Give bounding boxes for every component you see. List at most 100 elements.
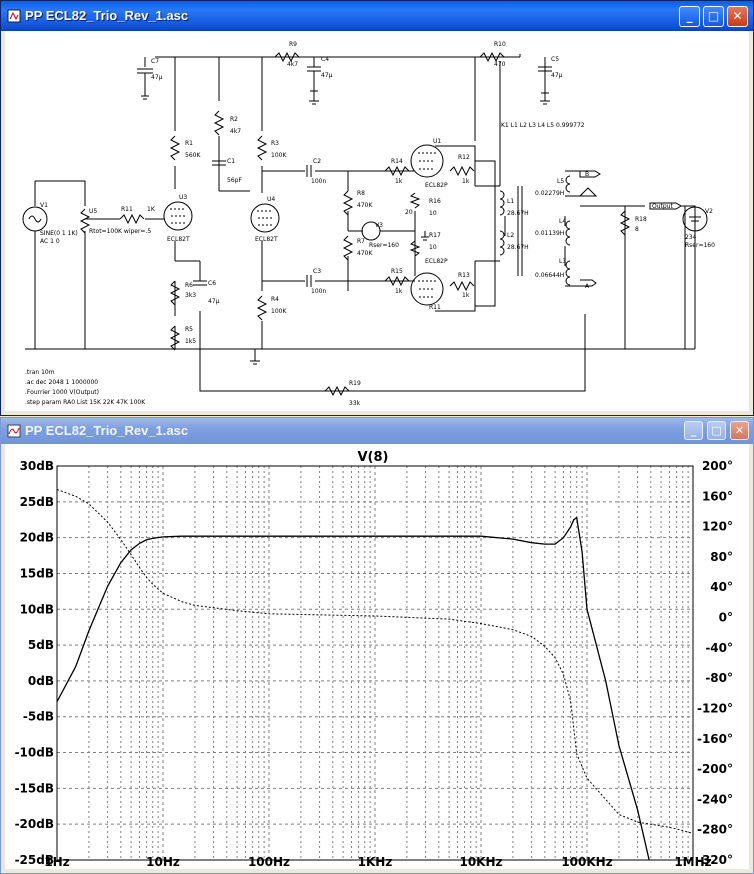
label-r17: R17 [429,232,441,239]
schematic-canvas[interactable]: R9 4k7 R10 470 C7 47µ C4 47µ C5 47µ R2 4… [5,31,749,411]
left-y-tick-label: 5dB [28,638,54,652]
value-u3: ECL82T [167,236,190,243]
value-c6: 47µ [208,298,220,305]
value-r7: 470K [357,250,373,257]
x-tick-label: 100KHz [561,855,612,869]
value-v3: 20 [405,209,413,216]
right-y-tick-label: -160° [697,732,733,746]
close-button[interactable]: ✕ [727,6,748,27]
value-r19: 33k [349,400,361,407]
left-y-tick-label: 15dB [20,566,54,580]
value-u2: ECL82P [425,258,448,265]
right-y-tick-label: 200° [702,459,733,473]
schematic-icon [7,9,21,23]
net-label-output: Output [652,203,673,210]
value-r12: 1k [462,178,470,185]
label-c5: C5 [551,56,559,63]
label-r4: R4 [271,296,279,303]
net-label-b: B [585,171,589,178]
plot-frame [56,465,694,861]
right-y-tick-label: -280° [697,823,733,837]
label-r18: R18 [635,216,647,223]
x-tick-label: 1KHz [358,855,393,869]
left-y-tick-label: -10dB [15,746,54,760]
value-c4: 47µ [321,72,333,79]
schematic-drawing: R9 4k7 R10 470 C7 47µ C4 47µ C5 47µ R2 4… [22,41,715,407]
value-c5: 47µ [551,72,563,79]
label-r6: R6 [185,282,193,289]
value-c3: 100n [311,288,326,295]
label-r2: R2 [230,116,238,123]
label-r3: R3 [271,140,279,147]
plot-window-title: PP ECL82_Trio_Rev_1.asc [25,423,189,438]
label-l1: L1 [507,198,514,205]
label-c2: C2 [313,158,321,165]
right-y-tick-label: 160° [702,489,733,503]
label-u3: U3 [179,194,187,201]
schematic-text: R9 4k7 R10 470 C7 47µ C4 47µ C5 47µ R2 4… [25,41,715,407]
x-tick-label: 100Hz [248,855,290,869]
right-y-tick-label: -120° [697,701,733,715]
value-r6: 3k3 [185,292,196,299]
label-r5: R5 [185,326,193,333]
plot-close-button[interactable]: ✕ [730,421,749,440]
value-l5: 0.02279H [535,190,564,197]
label-r19: R19 [349,380,361,387]
value-r3: 100K [271,152,287,159]
minimize-button[interactable]: _ [679,6,700,27]
plot-titlebar[interactable]: PP ECL82_Trio_Rev_1.asc _ □ ✕ [1,418,753,444]
label-r11: R11 [121,206,133,213]
schematic-tubes [163,144,444,306]
plot-title: V(8) [358,450,389,465]
directive-step: .step param RA0 List 15K 22K 47K 100K [25,399,146,406]
left-y-tick-label: -25dB [15,853,54,867]
label-r7: R7 [357,238,365,245]
schematic-wires [25,54,696,392]
right-y-tick-label: -240° [697,792,733,806]
left-y-tick-label: 10dB [20,602,54,616]
right-y-tick-label: 40° [710,580,733,594]
schematic-net-flags [578,170,682,287]
schematic-titlebar[interactable]: PP ECL82_Trio_Rev_1.asc _ □ ✕ [1,1,753,31]
label-r14: R14 [391,158,403,165]
left-y-tick-label: 20dB [20,531,54,545]
value-v2: 234 [685,234,697,241]
net-label-a: A [585,283,590,290]
right-y-tick-label: -40° [705,641,733,655]
value-v2-rser: Rser=160 [685,242,715,249]
label-r16: R16 [429,198,441,205]
value-r9: 4k7 [287,61,298,68]
right-y-tick-label: -80° [705,671,733,685]
value-r17: 10 [429,244,437,251]
plot-maximize-button[interactable]: □ [707,421,726,440]
value-u1: ECL82P [425,182,448,189]
value-c1: 56pF [227,177,242,184]
maximize-button[interactable]: □ [703,6,724,27]
label-l2: L2 [507,232,514,239]
phase-curve [57,489,693,834]
value-r8: 470K [357,202,373,209]
value-r2: 4k7 [230,128,241,135]
value-r13: 1k [462,292,470,299]
right-y-tick-label: -200° [697,762,733,776]
directive-ac: .ac dec 2048 1 1000000 [25,379,98,386]
directive-tran: .tran 10m [25,369,55,376]
value-u4: ECL82T [255,236,278,243]
value-l3: 0.06644H [535,272,564,279]
right-y-tick-label: -320° [697,853,733,867]
label-r15: R15 [391,268,403,275]
left-y-tick-label: -20dB [15,817,54,831]
value-r18: 8 [635,226,639,233]
left-y-tick-label: 25dB [20,495,54,509]
schematic-grounds [250,91,550,365]
value-r1: 560K [185,152,201,159]
label-r1: R1 [185,140,193,147]
label-v2: V2 [705,208,713,215]
plot-minimize-button[interactable]: _ [684,421,703,440]
label-c6: C6 [208,280,216,287]
window-title: PP ECL82_Trio_Rev_1.asc [25,8,189,23]
schematic-inductors [499,175,571,286]
